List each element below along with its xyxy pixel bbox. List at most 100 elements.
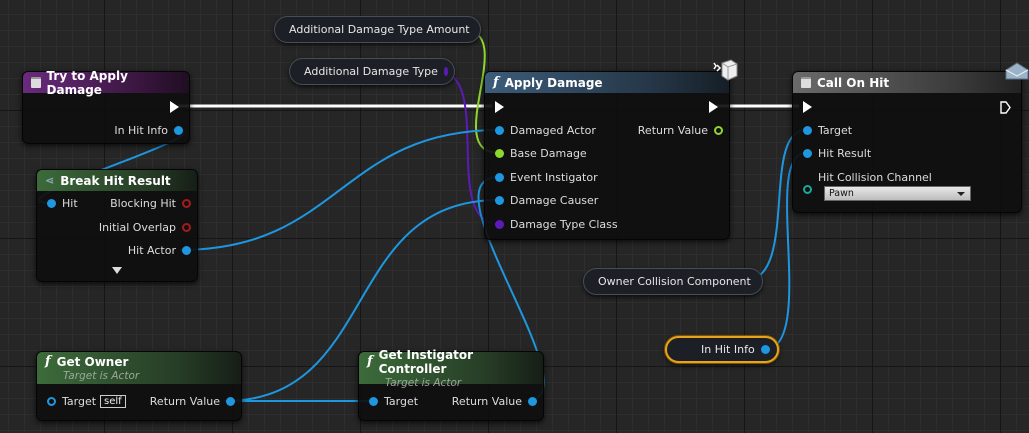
pin-label: In Hit Info [114,124,168,137]
class-pin[interactable] [443,67,448,76]
pin-row-initial-overlap: Initial Overlap [99,221,191,234]
object-in-pin[interactable] [803,126,812,135]
pin-label: Return Value [149,395,220,408]
node-subtitle: Target is Actor [63,370,140,382]
exec-in-pin[interactable] [803,101,812,113]
node-title: Break Hit Result [60,173,171,188]
pin-label: Target [384,395,419,408]
pin-row-damage-causer: Damage Causer [489,194,598,207]
pin-label: Blocking Hit [110,197,176,210]
exec-out-pin[interactable] [709,101,718,113]
node-header: f Get Owner Target is Actor [37,352,241,384]
exec-out-pin[interactable] [170,101,179,113]
class-in-pin[interactable] [495,220,504,229]
node-header: Call On Hit [793,72,1021,93]
node-header: f Get Instigator Controller Target is Ac… [359,348,543,389]
pin-row-return-value: Return Value [150,395,235,408]
pin-label: Return Value [451,395,522,408]
exec-in-pin[interactable] [495,101,504,113]
struct-out-pin[interactable] [174,126,183,135]
function-icon: f [45,354,51,369]
variable-label: Owner Collision Component [598,275,751,288]
pin-label: Damage Type Class [510,218,618,231]
node-title: Get Owner [56,354,129,369]
struct-pin[interactable] [760,345,770,354]
object-out-pin[interactable] [226,397,235,406]
event-icon [801,77,811,88]
struct-in-pin[interactable] [803,149,812,158]
bool-out-pin[interactable] [182,223,191,232]
node-try-to-apply-damage[interactable]: Try to Apply Damage In Hit Info [22,69,190,144]
variable-additional-damage-type[interactable]: Additional Damage Type [289,58,455,85]
pin-row-hit-actor: Hit Actor [128,244,191,257]
variable-label: In Hit Info [701,343,755,356]
pin-row-damage-type-class: Damage Type Class [489,218,618,231]
node-apply-damage[interactable]: f Apply Damage Damaged Actor Return Valu… [484,71,730,240]
object-in-pin[interactable] [369,397,378,406]
node-subtitle: Target is Actor [385,376,462,389]
pin-label: Hit Collision Channel [818,171,932,184]
pin-label: Hit [62,197,78,210]
node-title: Try to Apply Damage [46,68,128,97]
node-header: f Apply Damage [485,72,729,93]
variable-label: Additional Damage Type [304,65,438,78]
pin-label: Event Instigator [510,171,598,184]
node-header: ⋖ Break Hit Result [37,170,197,191]
network-icon [713,59,738,81]
struct-in-pin[interactable] [47,199,56,208]
dropdown-arrow-icon [957,192,965,196]
node-get-owner[interactable]: f Get Owner Target is Actor Target self … [36,351,242,421]
collision-channel-dropdown[interactable]: Pawn [824,186,971,201]
bool-out-pin[interactable] [182,199,191,208]
pin-label: Hit Result [818,147,872,160]
pin-label: Return Value [637,124,708,137]
object-in-pin[interactable] [495,196,504,205]
object-in-pin[interactable] [495,126,504,135]
data-wire [179,129,500,251]
pin-row-return-value: Return Value [452,395,537,408]
pin-row-event-instigator: Event Instigator [489,171,598,184]
data-wire [223,199,500,402]
node-title: Get Instigator Controller [378,347,474,376]
dropdown-value: Pawn [829,188,854,199]
pin-row-target: Target self [41,395,126,408]
pin-label: Target [818,124,853,137]
variable-label: Additional Damage Type Amount [289,23,470,36]
pin-row-target: Target [797,124,852,137]
self-default-value[interactable]: self [100,395,126,408]
node-get-instigator-controller[interactable]: f Get Instigator Controller Target is Ac… [358,348,544,421]
envelope-icon [1005,62,1029,80]
event-icon [31,77,41,88]
node-header: Try to Apply Damage [23,69,189,97]
pin-label: Hit Actor [127,244,176,257]
object-in-pin[interactable] [47,397,56,406]
pin-row-hit: Hit [41,197,78,210]
pin-label: Damaged Actor [510,124,596,137]
node-break-hit-result[interactable]: ⋖ Break Hit Result Hit Blocking Hit Init… [36,169,198,282]
object-out-pin[interactable] [182,246,191,255]
pin-row-in-hit-info: In Hit Info [114,124,183,137]
object-out-pin[interactable] [528,397,537,406]
pin-label: Target [62,395,97,408]
enum-in-pin[interactable] [803,185,812,194]
pin-row-blocking-hit: Blocking Hit [110,197,191,210]
variable-owner-collision-component[interactable]: Owner Collision Component [583,268,763,295]
object-in-pin[interactable] [495,173,504,182]
pin-row-return-value: Return Value [638,124,723,137]
pin-row-target: Target [363,395,418,408]
float-out-pin[interactable] [714,126,723,135]
expand-arrow-icon[interactable] [112,267,122,274]
pin-label: Initial Overlap [98,221,176,234]
variable-in-hit-info[interactable]: In Hit Info [665,336,779,363]
function-icon: f [367,354,373,369]
exec-out-pin[interactable] [1000,101,1011,114]
float-in-pin[interactable] [495,149,504,158]
variable-additional-damage-type-amount[interactable]: Additional Damage Type Amount [274,16,481,43]
function-icon: f [493,75,499,90]
node-title: Call On Hit [817,75,890,90]
node-title: Apply Damage [504,75,603,90]
struct-icon: ⋖ [45,174,55,187]
pin-row-hit-result: Hit Result [797,147,871,160]
pin-label: Base Damage [510,147,587,160]
pin-label: Damage Causer [510,194,599,207]
